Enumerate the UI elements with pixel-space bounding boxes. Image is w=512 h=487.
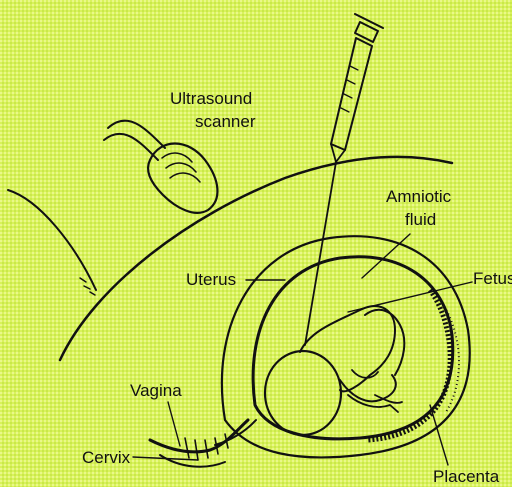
- label-amniotic-line1: Amniotic: [386, 187, 452, 206]
- label-ultrasound-line2: scanner: [195, 112, 256, 131]
- label-cervix: Cervix: [82, 448, 131, 467]
- label-vagina: Vagina: [130, 381, 182, 400]
- label-amniotic-line2: fluid: [405, 210, 436, 229]
- label-ultrasound-line1: Ultrasound: [170, 89, 252, 108]
- label-uterus: Uterus: [186, 270, 236, 289]
- label-placenta: Placenta: [433, 467, 500, 486]
- label-fetus: Fetus: [473, 269, 512, 288]
